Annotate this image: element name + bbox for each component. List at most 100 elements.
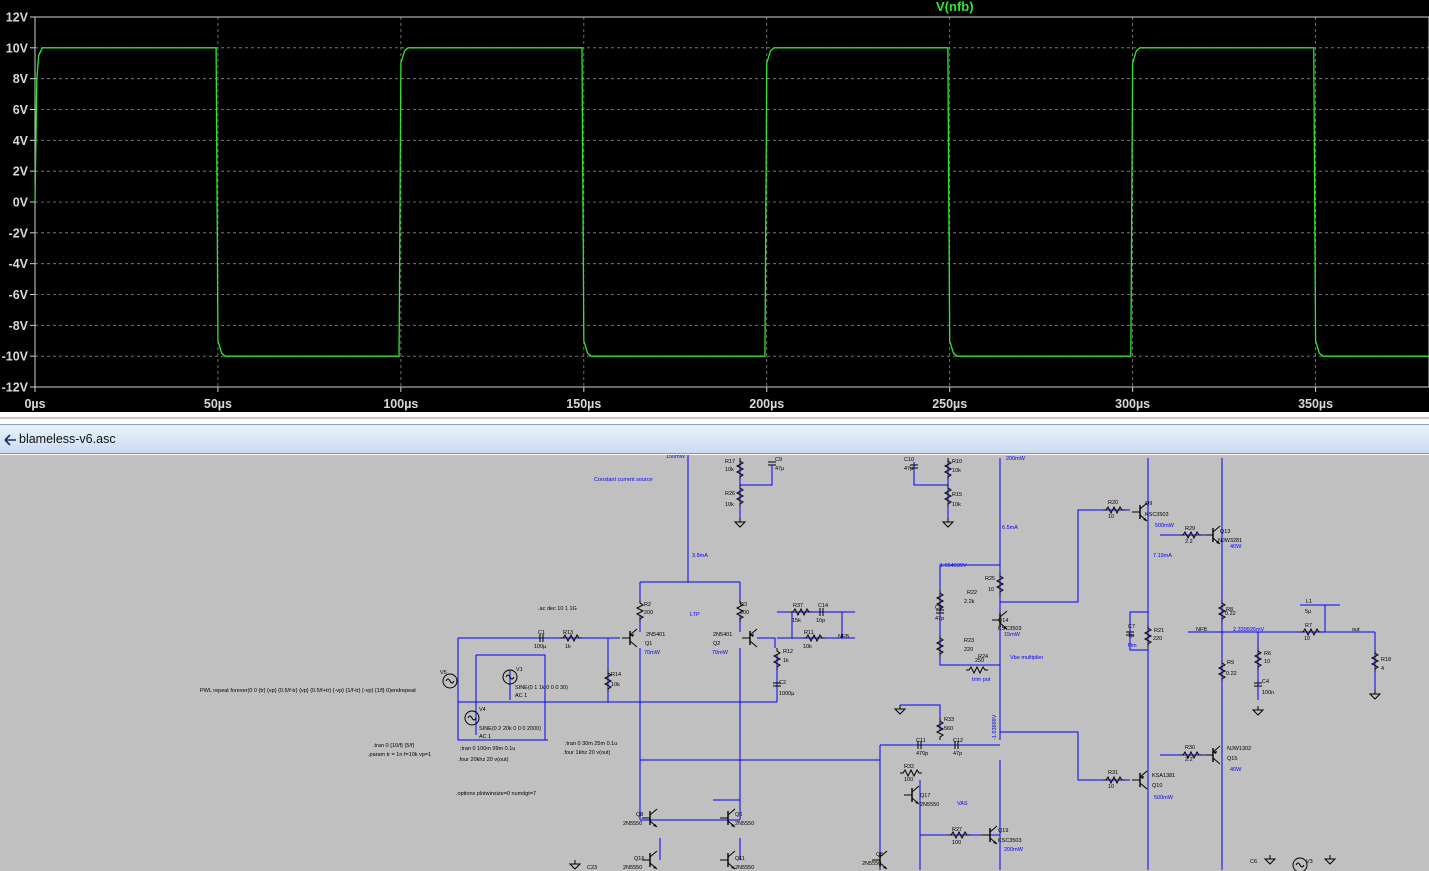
schematic-label[interactable]: 2.339926mV	[1233, 627, 1265, 633]
schematic-label[interactable]: ;tran 0 30m 25m 0.1u	[565, 741, 617, 747]
schematic-label[interactable]: 2N5550	[735, 821, 754, 827]
schematic-label[interactable]: AC 1	[479, 734, 491, 740]
schematic-label[interactable]: 2.2	[1185, 539, 1193, 545]
schematic-label[interactable]: R17	[725, 459, 735, 465]
schematic-label[interactable]: R22	[967, 590, 977, 596]
schematic-label[interactable]: Q2	[713, 641, 720, 647]
schematic-label[interactable]: KSC3503	[1145, 512, 1169, 518]
schematic-label[interactable]: R12	[783, 649, 793, 655]
schematic-label[interactable]: 3.8mA	[692, 553, 708, 559]
schematic-label[interactable]: Vbe multiplier	[1010, 655, 1043, 661]
schematic-label[interactable]: R11	[804, 630, 814, 636]
schematic-label[interactable]: 150mW	[666, 455, 686, 460]
schematic-label[interactable]: KSA1381	[1152, 773, 1175, 779]
schematic-label[interactable]: C6	[1250, 859, 1257, 865]
schematic-label[interactable]: 47p	[953, 751, 962, 757]
schematic-label[interactable]: C10	[904, 457, 914, 463]
schematic-window-titlebar[interactable]: blameless-v6.asc	[0, 424, 1429, 454]
schematic-label[interactable]: 10k	[725, 502, 734, 508]
schematic-canvas[interactable]: 150mW Constant current source 3.8mA LTP .ac …	[0, 455, 1429, 871]
schematic-label[interactable]: R37	[793, 603, 803, 609]
schematic-label[interactable]: R24	[978, 654, 988, 660]
schematic-label[interactable]: R13	[563, 630, 573, 636]
schematic-label[interactable]: out	[1352, 627, 1360, 633]
schematic-label[interactable]: 10	[1108, 784, 1114, 790]
schematic-label[interactable]: Constant current source	[594, 477, 653, 483]
schematic-label[interactable]: R29	[1185, 526, 1195, 532]
schematic-label[interactable]: 70mW	[644, 650, 661, 656]
schematic-label[interactable]: 100µ	[534, 644, 547, 650]
schematic-label[interactable]: NFB	[1196, 627, 1207, 633]
schematic-label[interactable]: R14	[611, 672, 621, 678]
schematic-label[interactable]: .options plotwinsize=0 numdgt=7	[456, 791, 536, 797]
schematic-label[interactable]: 10	[988, 587, 994, 593]
schematic-label[interactable]: 1.654939V	[940, 563, 967, 569]
schematic-label[interactable]: 220	[964, 647, 973, 653]
schematic-label[interactable]: 100	[952, 840, 961, 846]
schematic-label[interactable]: SINE(0 2 20k 0 0 0 2000)	[479, 726, 541, 732]
schematic-label[interactable]: 2N5401	[713, 632, 732, 638]
schematic-label[interactable]: 2N5550	[735, 865, 754, 871]
schematic-label[interactable]: Q16	[634, 856, 644, 862]
schematic-label[interactable]: .four 1khz 20 v(out)	[563, 750, 611, 756]
schematic-label[interactable]: 10k	[803, 644, 812, 650]
schematic-label[interactable]: 200mW	[1004, 847, 1024, 853]
schematic-label[interactable]: C1	[538, 630, 545, 636]
schematic-label[interactable]: Q14	[998, 618, 1008, 624]
schematic-label[interactable]: C4	[1262, 679, 1269, 685]
schematic-label[interactable]: 200mW	[1006, 456, 1026, 462]
pane-splitter[interactable]	[0, 412, 1429, 424]
schematic-label[interactable]: R9	[1227, 660, 1234, 666]
schematic-label[interactable]: 2N5401	[646, 632, 665, 638]
schematic-label[interactable]: 0.22	[1225, 611, 1236, 617]
schematic-label[interactable]: .ac dec 10 1 1G	[538, 606, 577, 612]
schematic-label[interactable]: C9	[775, 457, 782, 463]
schematic-label[interactable]: C14	[818, 603, 828, 609]
schematic-label[interactable]: 500mW	[1154, 795, 1174, 801]
schematic-label[interactable]: 10p	[816, 618, 825, 624]
schematic-label[interactable]: Q10	[1152, 783, 1162, 789]
schematic-label[interactable]: 15mW	[1004, 632, 1021, 638]
schematic-label[interactable]: C7	[1128, 624, 1135, 630]
schematic-label[interactable]: R27	[952, 827, 962, 833]
schematic-label[interactable]: Q9	[1145, 501, 1152, 507]
schematic-label[interactable]: 47µ	[775, 466, 785, 472]
schematic-label[interactable]: AC 1	[515, 693, 527, 699]
schematic-label[interactable]: 0.22	[1226, 671, 1237, 677]
schematic-label[interactable]: 2N5550	[862, 861, 881, 867]
schematic-label[interactable]: R23	[964, 638, 974, 644]
schematic-label[interactable]: .four 20khz 20 v(out)	[458, 757, 509, 763]
schematic-drawing[interactable]: 150mW Constant current source 3.8mA LTP .ac …	[0, 455, 1429, 871]
schematic-label[interactable]: Q11	[735, 856, 745, 862]
schematic-label[interactable]: 2N5550	[623, 865, 642, 871]
trace-layer[interactable]	[34, 47, 1429, 357]
schematic-label[interactable]: Q6	[735, 812, 742, 818]
schematic-label[interactable]: L1	[1306, 599, 1312, 605]
schematic-label[interactable]: trim pot	[972, 677, 991, 683]
schematic-label[interactable]: 250	[975, 658, 984, 664]
schematic-label[interactable]: 10	[1304, 636, 1310, 642]
schematic-label[interactable]: 2.2	[1185, 757, 1193, 763]
schematic-label[interactable]: NJW1302	[1227, 746, 1251, 752]
schematic-label[interactable]: Q5	[876, 852, 883, 858]
schematic-label[interactable]: R10	[952, 459, 962, 465]
schematic-label[interactable]: 500mW	[1155, 523, 1175, 529]
schematic-label[interactable]: 70mW	[712, 650, 729, 656]
schematic-label[interactable]: 10k	[952, 468, 961, 474]
schematic-label[interactable]: 1000µ	[779, 691, 795, 697]
schematic-label[interactable]: R21	[1154, 628, 1164, 634]
schematic-label[interactable]: 200	[740, 610, 749, 616]
schematic-label[interactable]: 40W	[1230, 767, 1242, 773]
schematic-label[interactable]: 4	[1381, 666, 1384, 672]
schematic-label[interactable]: LTP	[690, 612, 700, 618]
schematic-label[interactable]: R32	[904, 764, 914, 770]
schematic-label[interactable]: C11	[916, 738, 926, 744]
schematic-label[interactable]: Q8	[636, 812, 643, 818]
schematic-label[interactable]: R33	[944, 717, 954, 723]
schematic-label[interactable]: film	[1128, 643, 1137, 649]
schematic-label[interactable]: 10	[1108, 514, 1114, 520]
schematic-label[interactable]: R2	[644, 602, 651, 608]
schematic-label[interactable]: R18	[1381, 657, 1391, 663]
